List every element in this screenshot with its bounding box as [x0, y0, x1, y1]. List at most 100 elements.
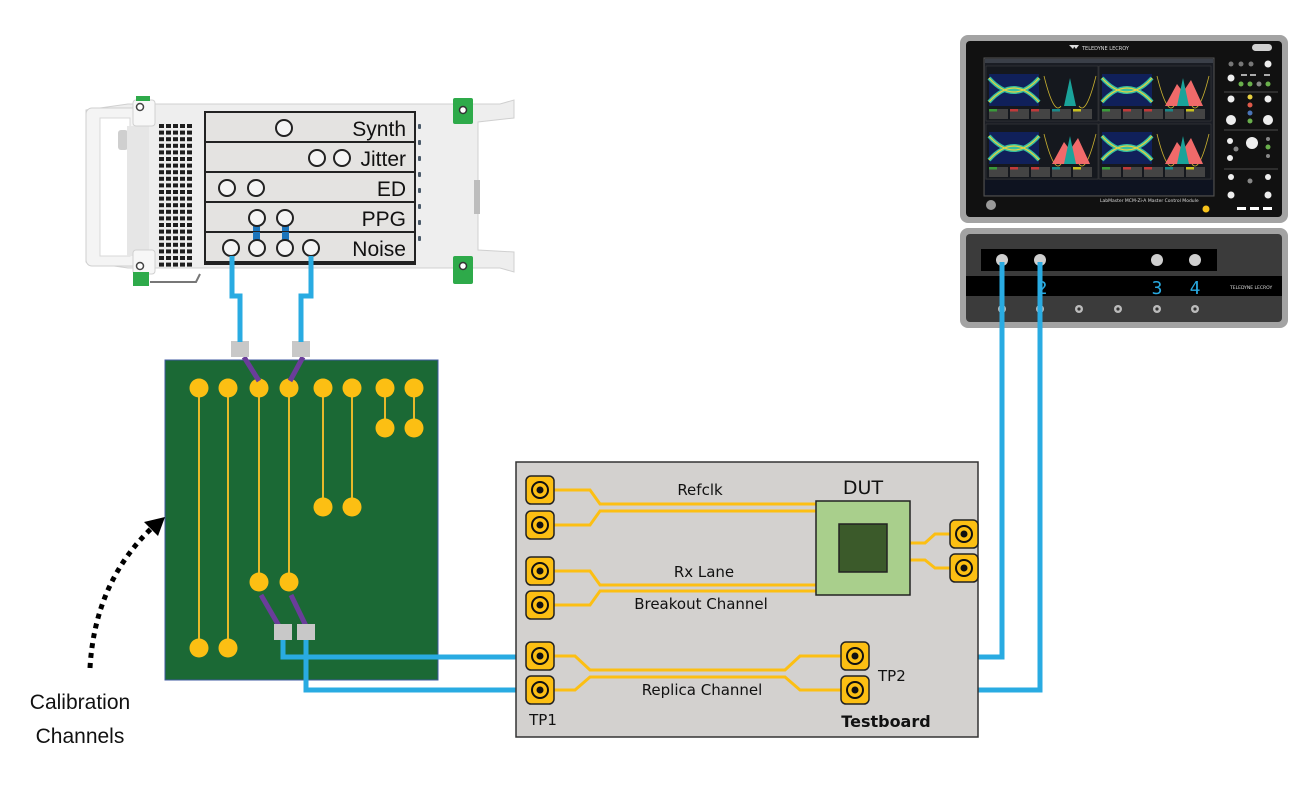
control-knob[interactable] — [1256, 81, 1262, 87]
dut[interactable] — [815, 500, 911, 596]
sma-connector[interactable] — [525, 510, 555, 540]
cable-noise-to-pcb-left[interactable] — [229, 256, 243, 342]
vent-slot — [159, 183, 164, 188]
port[interactable] — [308, 149, 326, 167]
vent-slot — [187, 190, 192, 194]
sma-connector[interactable] — [525, 590, 555, 620]
control-knob[interactable] — [1247, 110, 1253, 116]
port[interactable] — [247, 179, 265, 197]
cable-noise-to-pcb-right[interactable] — [298, 256, 314, 342]
readout-tag — [1165, 167, 1173, 170]
control-knob[interactable] — [1226, 115, 1236, 125]
scope-panel — [1098, 65, 1212, 122]
power-button[interactable] — [986, 200, 996, 210]
readout-box — [1186, 109, 1205, 119]
eye-trace-core — [1101, 77, 1153, 103]
aux-port-pin — [1116, 307, 1120, 311]
control-knob[interactable] — [1264, 95, 1272, 103]
toggle-switch[interactable] — [1252, 44, 1272, 51]
cable-pcb-to-tp1-top[interactable] — [280, 640, 528, 660]
control-knob[interactable] — [1265, 174, 1271, 180]
sma-connector[interactable] — [231, 341, 249, 357]
control-knob[interactable] — [1266, 154, 1270, 158]
sma-connector[interactable] — [297, 624, 315, 640]
vent-slot — [187, 176, 192, 181]
control-knob[interactable] — [1265, 81, 1271, 87]
control-knob[interactable] — [1238, 81, 1244, 87]
readout-box — [1052, 167, 1071, 177]
port[interactable] — [218, 179, 236, 197]
sma-connector[interactable] — [840, 641, 870, 671]
sma-connector[interactable] — [840, 675, 870, 705]
port[interactable] — [302, 239, 320, 257]
port[interactable] — [276, 239, 294, 257]
control-knob[interactable] — [1227, 191, 1235, 199]
oscilloscope: TELEDYNE LECROY LabMaster MCM-Zi-A Maste… — [960, 35, 1288, 328]
vent-slot — [187, 236, 192, 241]
sma-connector[interactable] — [525, 675, 555, 705]
soft-key[interactable] — [1241, 74, 1247, 76]
soft-key[interactable] — [1250, 207, 1259, 210]
control-knob[interactable] — [1227, 74, 1235, 82]
port[interactable] — [333, 149, 351, 167]
dotted-arrow — [87, 523, 157, 669]
sma-connector[interactable] — [292, 341, 310, 357]
control-knob[interactable] — [1248, 61, 1254, 67]
aux-port-pin — [1077, 307, 1081, 311]
control-knob[interactable] — [1266, 137, 1270, 141]
eye-trace-core — [1101, 135, 1153, 161]
sma-connector[interactable] — [525, 475, 555, 505]
control-knob[interactable] — [1247, 118, 1253, 124]
sma-connector[interactable] — [525, 556, 555, 586]
sma-connector[interactable] — [274, 624, 292, 640]
sma-connector[interactable] — [949, 553, 979, 583]
soft-key[interactable] — [1264, 74, 1270, 76]
port[interactable] — [275, 119, 293, 137]
tp1-label: TP1 — [528, 711, 557, 729]
port[interactable] — [276, 209, 294, 227]
control-knob[interactable] — [1246, 137, 1258, 149]
cable-pcb-to-tp1-bottom[interactable] — [303, 640, 528, 693]
port[interactable] — [222, 239, 240, 257]
channel-input[interactable] — [1034, 254, 1046, 266]
port[interactable] — [248, 239, 266, 257]
control-knob[interactable] — [1263, 115, 1273, 125]
control-knob[interactable] — [1247, 81, 1253, 87]
scope-menubar[interactable] — [985, 59, 1213, 63]
channel-input[interactable] — [1151, 254, 1163, 266]
control-knob[interactable] — [1227, 138, 1233, 144]
vent-slot — [166, 223, 171, 227]
control-knob[interactable] — [1228, 61, 1234, 67]
control-knob[interactable] — [1227, 95, 1235, 103]
control-knob[interactable] — [1233, 146, 1239, 152]
rack-bracket-bl — [132, 249, 156, 286]
soft-key[interactable] — [1250, 74, 1256, 76]
vent-slot — [180, 143, 185, 148]
vent-slot — [187, 256, 192, 260]
soft-key[interactable] — [1237, 207, 1246, 210]
soft-key[interactable] — [1263, 207, 1272, 210]
control-knob[interactable] — [1247, 94, 1253, 100]
control-knob[interactable] — [1247, 178, 1253, 184]
channel-input[interactable] — [996, 254, 1008, 266]
control-knob[interactable] — [1227, 155, 1233, 161]
control-knob[interactable] — [1264, 60, 1272, 68]
pcb-pad — [279, 378, 299, 398]
readout-box — [989, 109, 1008, 119]
control-knob[interactable] — [1228, 174, 1234, 180]
sma-connector[interactable] — [949, 519, 979, 549]
vent-slot — [173, 249, 178, 254]
channel-input[interactable] — [1189, 254, 1201, 266]
sma-connector[interactable] — [525, 641, 555, 671]
bathtub-curve — [1043, 75, 1097, 109]
vent-slot — [180, 137, 185, 142]
vent-slot — [173, 157, 178, 161]
control-knob[interactable] — [1264, 191, 1272, 199]
control-knob[interactable] — [1238, 61, 1244, 67]
dut-die — [838, 523, 888, 573]
port[interactable] — [248, 209, 266, 227]
control-knob[interactable] — [1265, 144, 1271, 150]
control-knob[interactable] — [1247, 102, 1253, 108]
vent-slot — [187, 229, 192, 234]
